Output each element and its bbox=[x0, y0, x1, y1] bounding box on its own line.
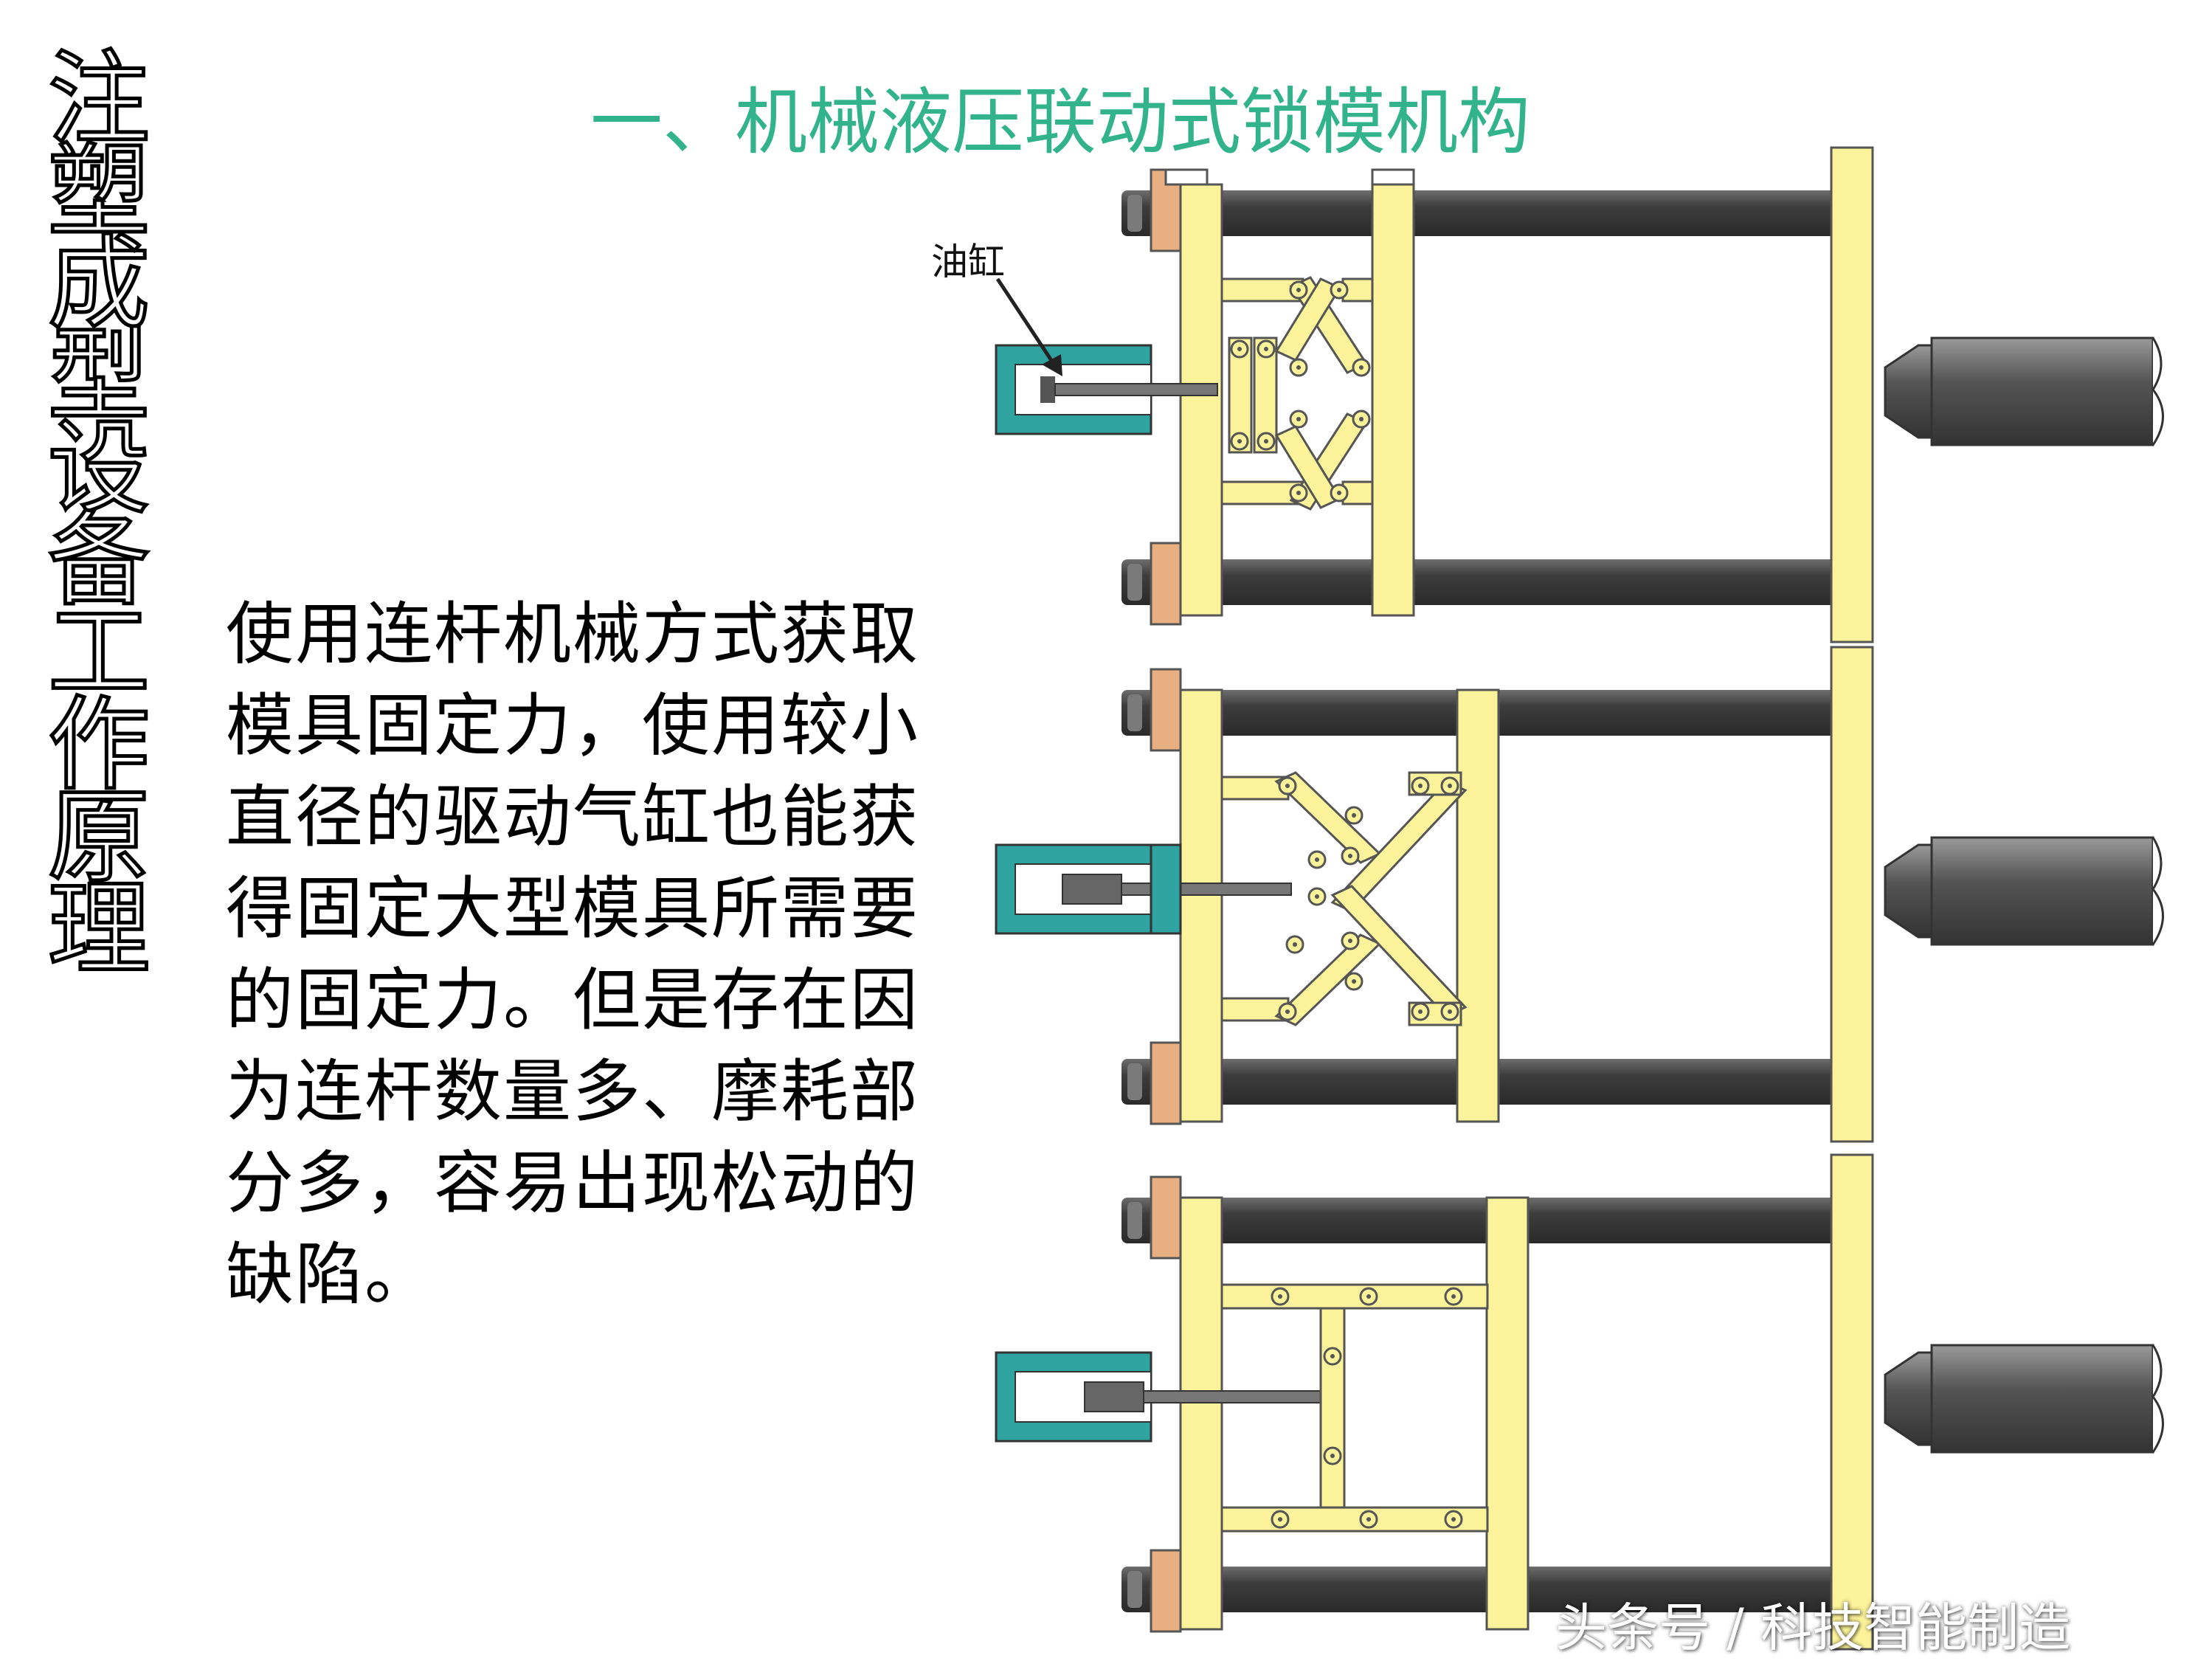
stage-closing bbox=[995, 646, 2164, 1143]
main-title: 一、机械液压联动式锁模机构 bbox=[590, 80, 1531, 165]
cylinder-callout-label: 油缸 bbox=[931, 241, 1005, 283]
side-title: 注塑成型设备工作原理 bbox=[46, 40, 151, 989]
description-text: 使用连杆机械方式获取模具固定力，使用较小直径的驱动气缸也能获得固定大型模具所需要… bbox=[226, 595, 920, 1314]
watermark: 头条号 / 科技智能制造 bbox=[1555, 1598, 2071, 1658]
stage-open bbox=[995, 146, 2164, 643]
stage-locked bbox=[995, 1153, 2164, 1651]
